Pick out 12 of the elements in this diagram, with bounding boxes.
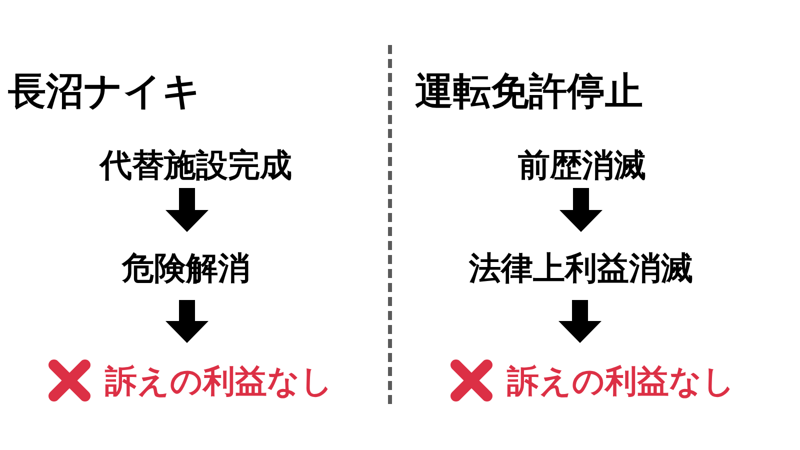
result-text: 訴えの利益なし [105,364,333,396]
column-heading: 運転免許停止 [415,72,643,110]
column-heading: 長沼ナイキ [8,72,201,110]
result-text: 訴えの利益なし [507,364,735,396]
step-text: 代替施設完成 [100,149,292,181]
step-text: 法律上利益消滅 [469,252,693,284]
step-text: 前歴消滅 [518,149,646,181]
block-arrow [166,300,208,343]
step-text: 危険解消 [122,252,250,284]
block-arrow [166,188,208,232]
block-arrow [560,188,602,232]
block-arrow [558,300,602,343]
